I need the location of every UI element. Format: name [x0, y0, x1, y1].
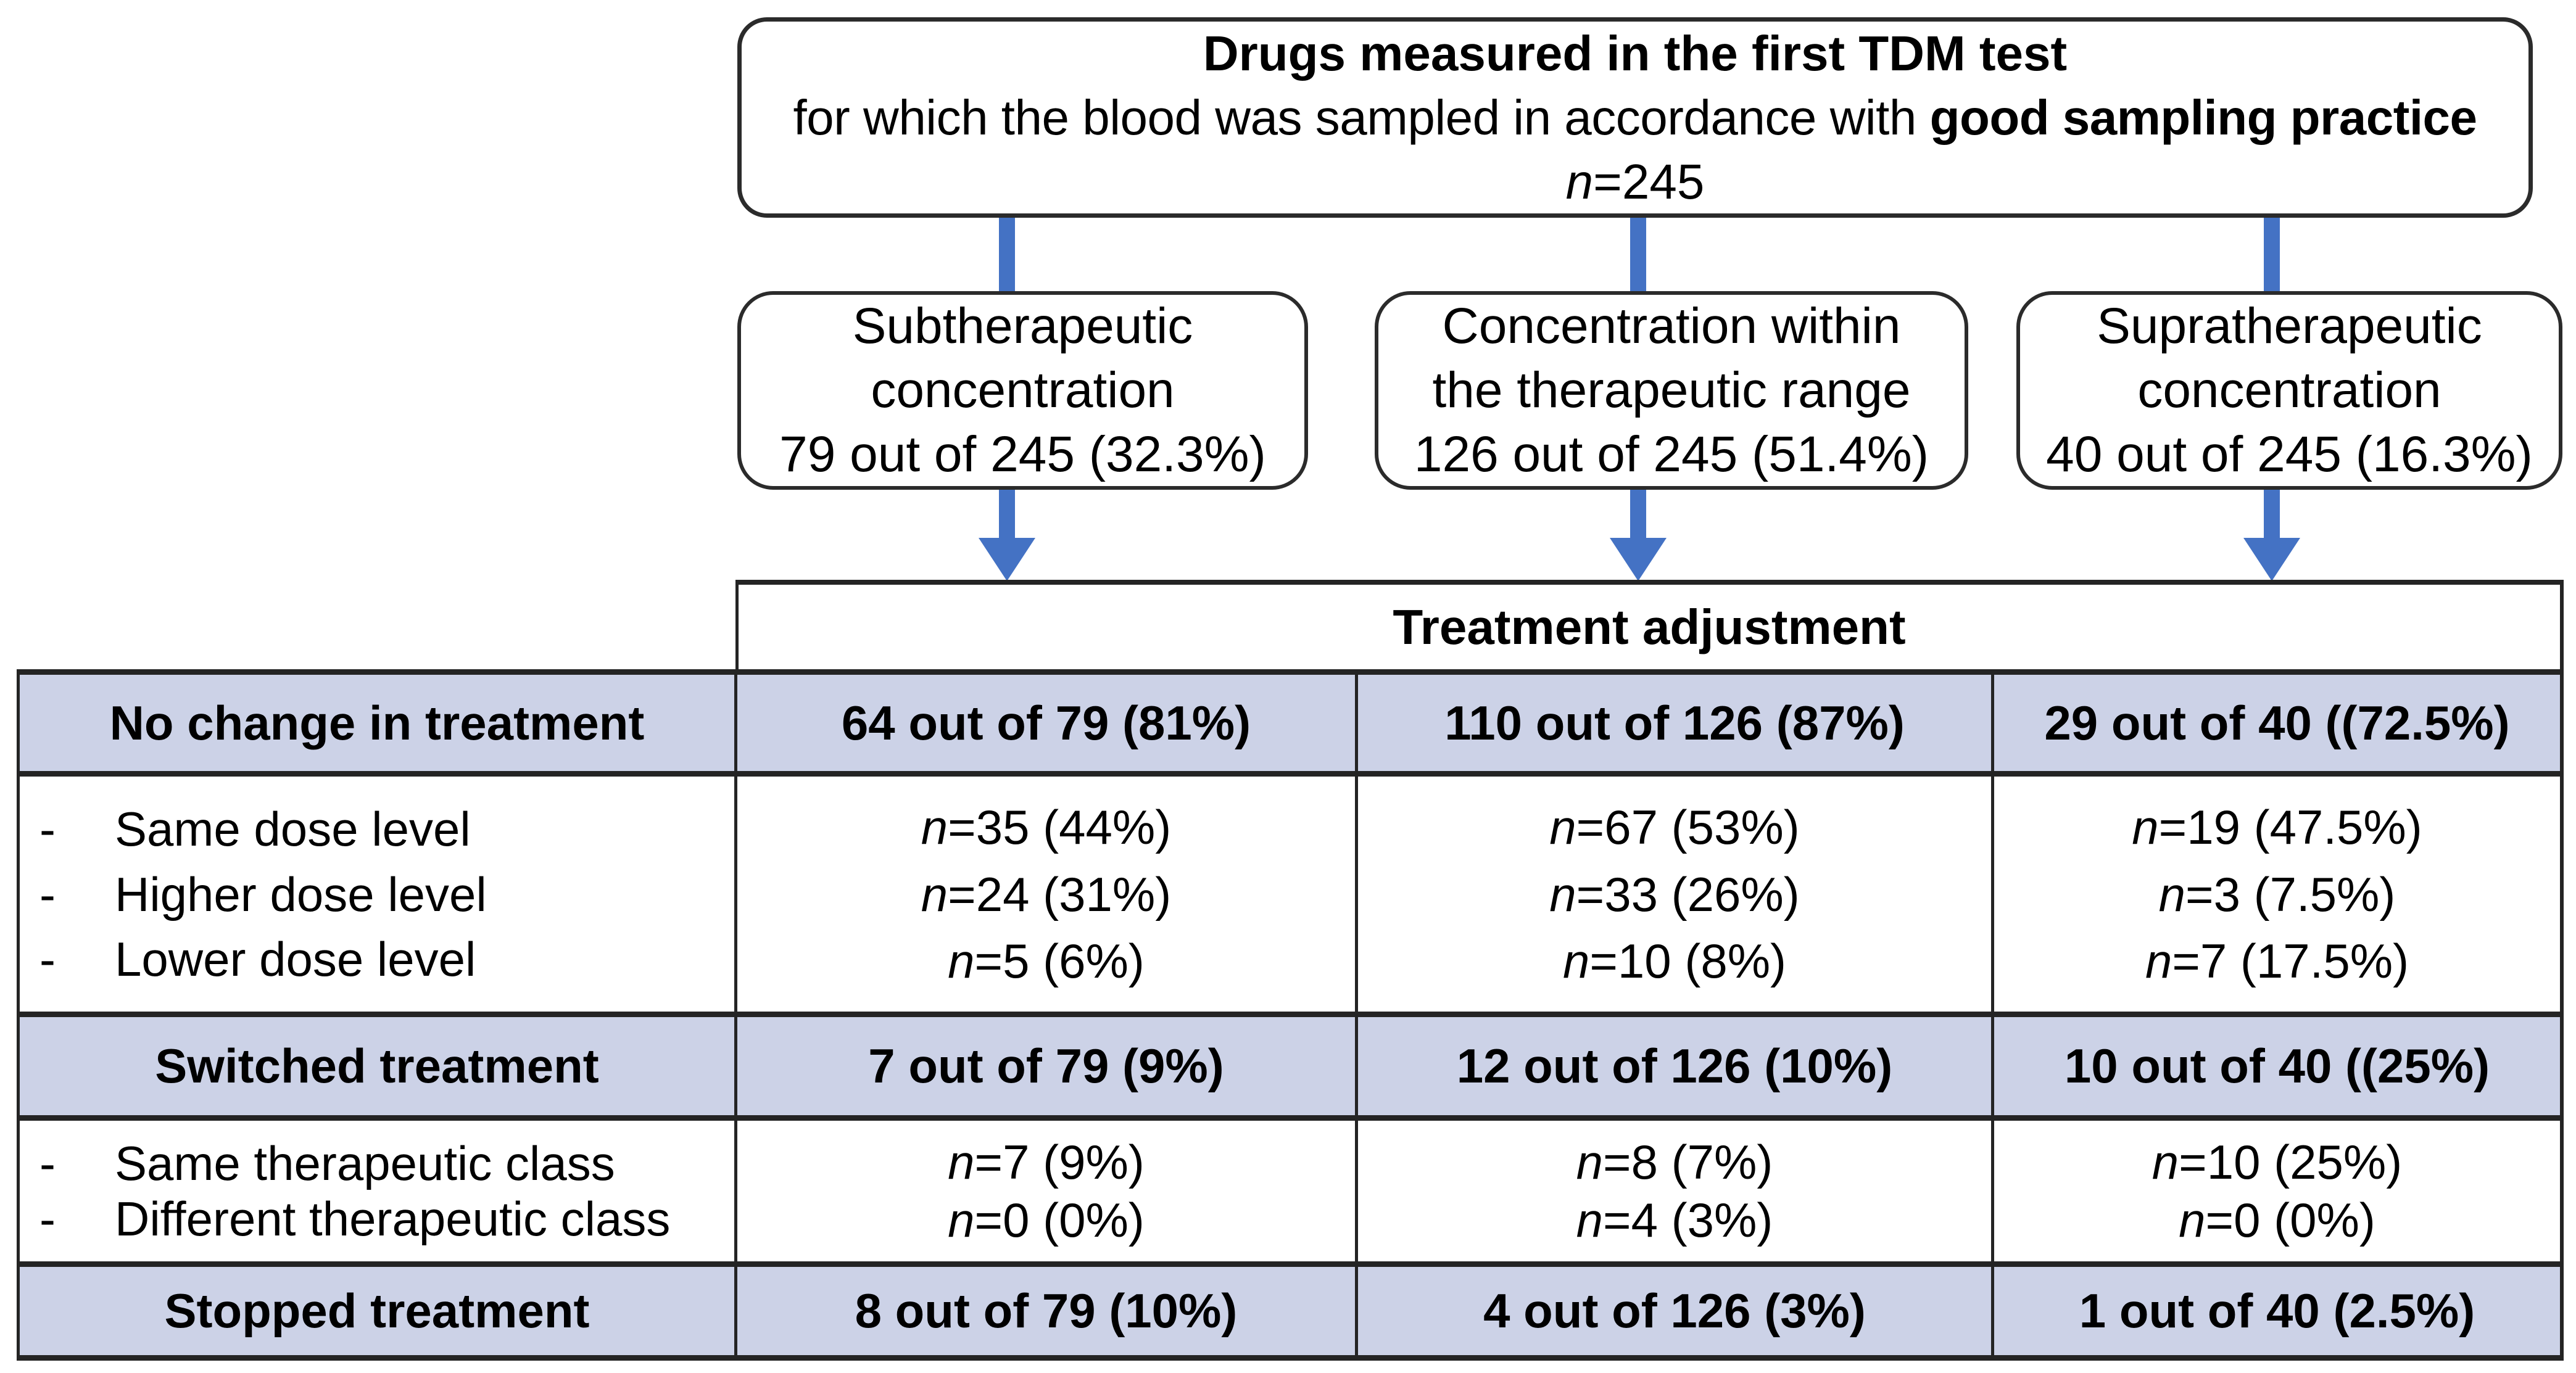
table-header-label: Treatment adjustment	[1393, 599, 1906, 654]
value-line: n=0 (0%)	[948, 1193, 1145, 1247]
cell-stopped-within: 4 out of 126 (3%)	[1358, 1261, 1994, 1355]
top-node-subtitle-bold: good sampling practice	[1929, 89, 2477, 145]
cell-no-change-within: 110 out of 126 (87%)	[1358, 669, 1994, 771]
branch-node-supratherapeutic: Supratherapeutic concentration 40 out of…	[2016, 291, 2562, 490]
list-item-label: Same therapeutic class	[115, 1136, 615, 1190]
treatment-adjustment-table: No change in treatment 64 out of 79 (81%…	[17, 669, 2564, 1361]
dash-bullet: -	[39, 1192, 56, 1246]
dash-bullet: -	[39, 867, 56, 922]
value-line: n=35 (44%)	[921, 799, 1172, 854]
value-line: n=4 (3%)	[1576, 1193, 1773, 1247]
cell-dose-levels-sub: n=35 (44%) n=24 (31%) n=5 (6%)	[737, 771, 1358, 1012]
list-item: -Higher dose level	[39, 870, 487, 918]
cell-stopped-supra: 1 out of 40 (2.5%)	[1994, 1261, 2560, 1355]
dash-bullet: -	[39, 1136, 56, 1190]
value-line: n=19 (47.5%)	[2132, 799, 2422, 854]
value-line: n=5 (6%)	[948, 934, 1145, 989]
branch-node-subtherapeutic: Subtherapeutic concentration 79 out of 2…	[737, 291, 1308, 490]
table-header-treatment-adjustment: Treatment adjustment	[735, 580, 2564, 669]
top-node-drugs-measured: Drugs measured in the first TDM test for…	[737, 17, 2533, 218]
branch-node-within-range: Concentration within the therapeutic ran…	[1375, 291, 1968, 490]
row-label-stopped: Stopped treatment	[20, 1261, 737, 1355]
value-line: n=0 (0%)	[2179, 1193, 2375, 1247]
top-node-subtitle-normal: for which the blood was sampled in accor…	[793, 89, 1930, 145]
arrow-head-icon	[979, 538, 1035, 581]
cell-class-sub: n=7 (9%) n=0 (0%)	[737, 1115, 1358, 1261]
value-line: n=8 (7%)	[1576, 1135, 1773, 1189]
value-line: n=10 (25%)	[2151, 1135, 2403, 1189]
value-line: n=67 (53%)	[1549, 799, 1800, 854]
cell-no-change-sub: 64 out of 79 (81%)	[737, 669, 1358, 771]
list-item-label: Different therapeutic class	[115, 1192, 671, 1246]
top-node-subtitle: for which the blood was sampled in accor…	[793, 86, 2477, 150]
branch-label: Supratherapeutic concentration	[2097, 298, 2482, 418]
list-item: -Same dose level	[39, 805, 471, 853]
dash-bullet: -	[39, 932, 56, 987]
cell-dose-levels-supra: n=19 (47.5%) n=3 (7.5%) n=7 (17.5%)	[1994, 771, 2560, 1012]
arrow-shaft	[999, 487, 1015, 546]
value-line: n=7 (17.5%)	[2145, 934, 2409, 989]
list-item: - Different therapeutic class	[39, 1195, 670, 1243]
arrow-head-icon	[2243, 538, 2300, 581]
cell-switched-sub: 7 out of 79 (9%)	[737, 1012, 1358, 1115]
arrow-shaft	[1630, 487, 1646, 546]
value-line: n=24 (31%)	[921, 867, 1172, 922]
value-line: n=33 (26%)	[1549, 867, 1800, 922]
list-item-label: Lower dose level	[115, 932, 476, 987]
cell-switched-supra: 10 out of 40 ((25%)	[1994, 1012, 2560, 1115]
dash-bullet: -	[39, 801, 56, 856]
arrow-shaft	[2264, 487, 2280, 546]
top-node-title: Drugs measured in the first TDM test	[1203, 25, 2068, 81]
branch-label: Concentration within the therapeutic ran…	[1432, 298, 1911, 418]
row-label-dose-levels: -Same dose level -Higher dose level -Low…	[20, 771, 737, 1012]
cell-class-supra: n=10 (25%) n=0 (0%)	[1994, 1115, 2560, 1261]
row-label-switched: Switched treatment	[20, 1012, 737, 1115]
cell-stopped-sub: 8 out of 79 (10%)	[737, 1261, 1358, 1355]
top-node-count: n=245	[1565, 154, 1705, 209]
branch-label: Subtherapeutic concentration	[852, 298, 1193, 418]
connector-line	[999, 215, 1015, 294]
branch-count: 79 out of 245 (32.3%)	[779, 426, 1266, 482]
value-line: n=7 (9%)	[948, 1135, 1145, 1189]
list-item-label: Same dose level	[115, 801, 471, 856]
connector-line	[1630, 215, 1646, 294]
list-item: - Same therapeutic class	[39, 1139, 615, 1187]
cell-switched-within: 12 out of 126 (10%)	[1358, 1012, 1994, 1115]
connector-line	[2264, 215, 2280, 294]
cell-class-within: n=8 (7%) n=4 (3%)	[1358, 1115, 1994, 1261]
value-line: n=3 (7.5%)	[2158, 867, 2396, 922]
row-label-no-change: No change in treatment	[20, 669, 737, 771]
cell-no-change-supra: 29 out of 40 ((72.5%)	[1994, 669, 2560, 771]
branch-count: 40 out of 245 (16.3%)	[2046, 426, 2533, 482]
cell-dose-levels-within: n=67 (53%) n=33 (26%) n=10 (8%)	[1358, 771, 1994, 1012]
branch-count: 126 out of 245 (51.4%)	[1414, 426, 1929, 482]
list-item-label: Higher dose level	[115, 867, 487, 922]
value-line: n=10 (8%)	[1562, 934, 1787, 989]
list-item: -Lower dose level	[39, 935, 476, 983]
arrow-head-icon	[1610, 538, 1667, 581]
row-label-therapeutic-class: - Same therapeutic class - Different thera…	[20, 1115, 737, 1261]
